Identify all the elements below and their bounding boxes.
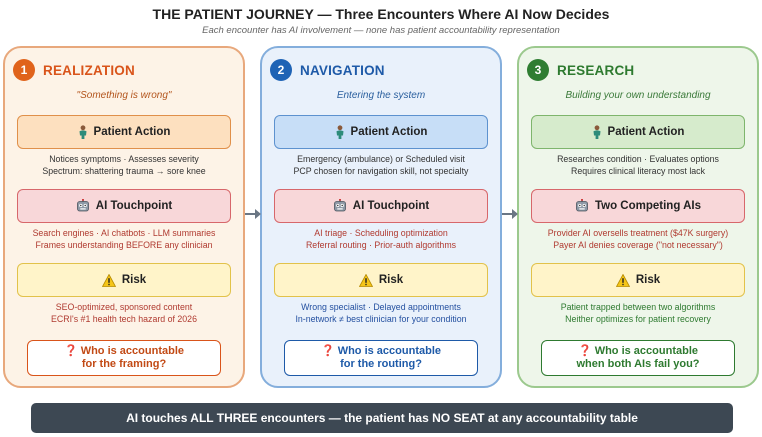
question-line: for the framing?	[81, 358, 167, 370]
note-line: Provider AI oversells treatment ($47K su…	[547, 228, 729, 238]
ai-touchpoint-box: Two Competing AIs	[531, 189, 745, 223]
question-mark-icon: ❓	[321, 345, 335, 357]
note-line: Notices symptoms · Assesses severity	[49, 154, 199, 164]
column-realization: 1 REALIZATION "Something is wrong" Patie…	[3, 46, 245, 388]
risk-notes: Patient trapped between two algorithms N…	[523, 302, 753, 325]
note-line: Requires clinical literacy most lack	[571, 165, 705, 176]
note-line: ECRI's #1 health tech hazard of 2026	[51, 313, 197, 324]
risk-label: Risk	[121, 274, 147, 286]
patient-action-box: Patient Action	[531, 115, 745, 149]
risk-notes: SEO-optimized, sponsored content ECRI's …	[9, 302, 239, 325]
ai-touchpoint-notes: Search engines · AI chatbots · LLM summa…	[9, 228, 239, 251]
note-line: Neither optimizes for patient recovery	[565, 313, 711, 324]
person-icon	[592, 125, 602, 139]
column-title: NAVIGATION	[300, 62, 385, 78]
robot-icon	[575, 199, 589, 213]
question-mark-icon: ❓	[578, 345, 592, 357]
person-icon	[78, 125, 88, 139]
arrow-right-icon	[502, 209, 518, 219]
note-line: Payer AI denies coverage ("not necessary…	[553, 239, 723, 250]
step-number-badge: 2	[270, 59, 292, 81]
warning-icon	[101, 273, 116, 287]
warning-icon	[358, 273, 373, 287]
column-tagline: Building your own understanding	[565, 90, 711, 101]
note-line: Spectrum: shattering trauma → sore knee	[42, 165, 206, 176]
diagram-subtitle: Each encounter has AI involvement — none…	[202, 25, 560, 36]
note-line: Frames understanding BEFORE any clinicia…	[35, 239, 213, 250]
risk-label: Risk	[635, 274, 661, 286]
diagram-title: THE PATIENT JOURNEY — Three Encounters W…	[152, 6, 610, 22]
risk-box: Risk	[17, 263, 231, 297]
note-line: PCP chosen for navigation skill, not spe…	[293, 165, 469, 176]
note-line: Emergency (ambulance) or Scheduled visit	[297, 154, 465, 164]
note-line: Researches condition · Evaluates options	[557, 154, 719, 164]
risk-notes: Wrong specialist · Delayed appointments …	[266, 302, 496, 325]
note-line: Wrong specialist · Delayed appointments	[301, 302, 461, 312]
risk-label: Risk	[378, 274, 404, 286]
risk-box: Risk	[274, 263, 488, 297]
patient-action-label: Patient Action	[93, 126, 171, 138]
risk-box: Risk	[531, 263, 745, 297]
accountability-question-box: ❓Who is accountable for the routing?	[284, 340, 478, 376]
robot-icon	[333, 199, 347, 213]
accountability-question-box: ❓Who is accountable for the framing?	[27, 340, 221, 376]
accountability-question-box: ❓Who is accountable when both AIs fail y…	[541, 340, 735, 376]
question-line: ❓Who is accountable	[321, 345, 441, 357]
robot-icon	[76, 199, 90, 213]
ai-touchpoint-box: AI Touchpoint	[274, 189, 488, 223]
patient-action-box: Patient Action	[17, 115, 231, 149]
note-line: Referral routing · Prior-auth algorithms	[305, 239, 457, 250]
column-tagline: Entering the system	[336, 90, 426, 101]
column-title: RESEARCH	[557, 62, 635, 78]
note-line: Patient trapped between two algorithms	[560, 302, 716, 312]
question-line: ❓Who is accountable	[64, 345, 184, 357]
question-line: when both AIs fail you?	[576, 358, 700, 370]
patient-action-label: Patient Action	[350, 126, 428, 138]
column-research: 3 RESEARCH Building your own understandi…	[517, 46, 759, 388]
ai-touchpoint-notes: Provider AI oversells treatment ($47K su…	[523, 228, 753, 251]
column-title: REALIZATION	[43, 62, 135, 78]
step-number-badge: 3	[527, 59, 549, 81]
ai-touchpoint-label: AI Touchpoint	[95, 200, 173, 212]
patient-action-notes: Notices symptoms · Assesses severity Spe…	[9, 154, 239, 177]
note-line: AI triage · Scheduling optimization	[314, 228, 448, 238]
note-line: In-network ≠ best clinician for your con…	[295, 313, 467, 324]
column-header: 3 RESEARCH	[527, 59, 634, 81]
note-line: Search engines · AI chatbots · LLM summa…	[32, 228, 216, 238]
ai-touchpoint-label: AI Touchpoint	[352, 200, 430, 212]
ai-touchpoint-notes: AI triage · Scheduling optimization Refe…	[266, 228, 496, 251]
person-icon	[335, 125, 345, 139]
warning-icon	[615, 273, 630, 287]
summary-banner: AI touches ALL THREE encounters — the pa…	[31, 403, 733, 433]
column-header: 1 REALIZATION	[13, 59, 135, 81]
column-header: 2 NAVIGATION	[270, 59, 385, 81]
arrow-right-icon	[245, 209, 261, 219]
column-tagline: "Something is wrong"	[76, 90, 172, 101]
patient-action-box: Patient Action	[274, 115, 488, 149]
question-line: for the routing?	[340, 358, 422, 370]
note-line: SEO-optimized, sponsored content	[55, 302, 193, 312]
patient-action-label: Patient Action	[607, 126, 685, 138]
column-navigation: 2 NAVIGATION Entering the system Patient…	[260, 46, 502, 388]
ai-touchpoint-box: AI Touchpoint	[17, 189, 231, 223]
step-number-badge: 1	[13, 59, 35, 81]
question-line: ❓Who is accountable	[578, 345, 698, 357]
question-mark-icon: ❓	[64, 345, 78, 357]
patient-action-notes: Emergency (ambulance) or Scheduled visit…	[266, 154, 496, 177]
patient-action-notes: Researches condition · Evaluates options…	[523, 154, 753, 177]
ai-touchpoint-label: Two Competing AIs	[594, 200, 702, 212]
